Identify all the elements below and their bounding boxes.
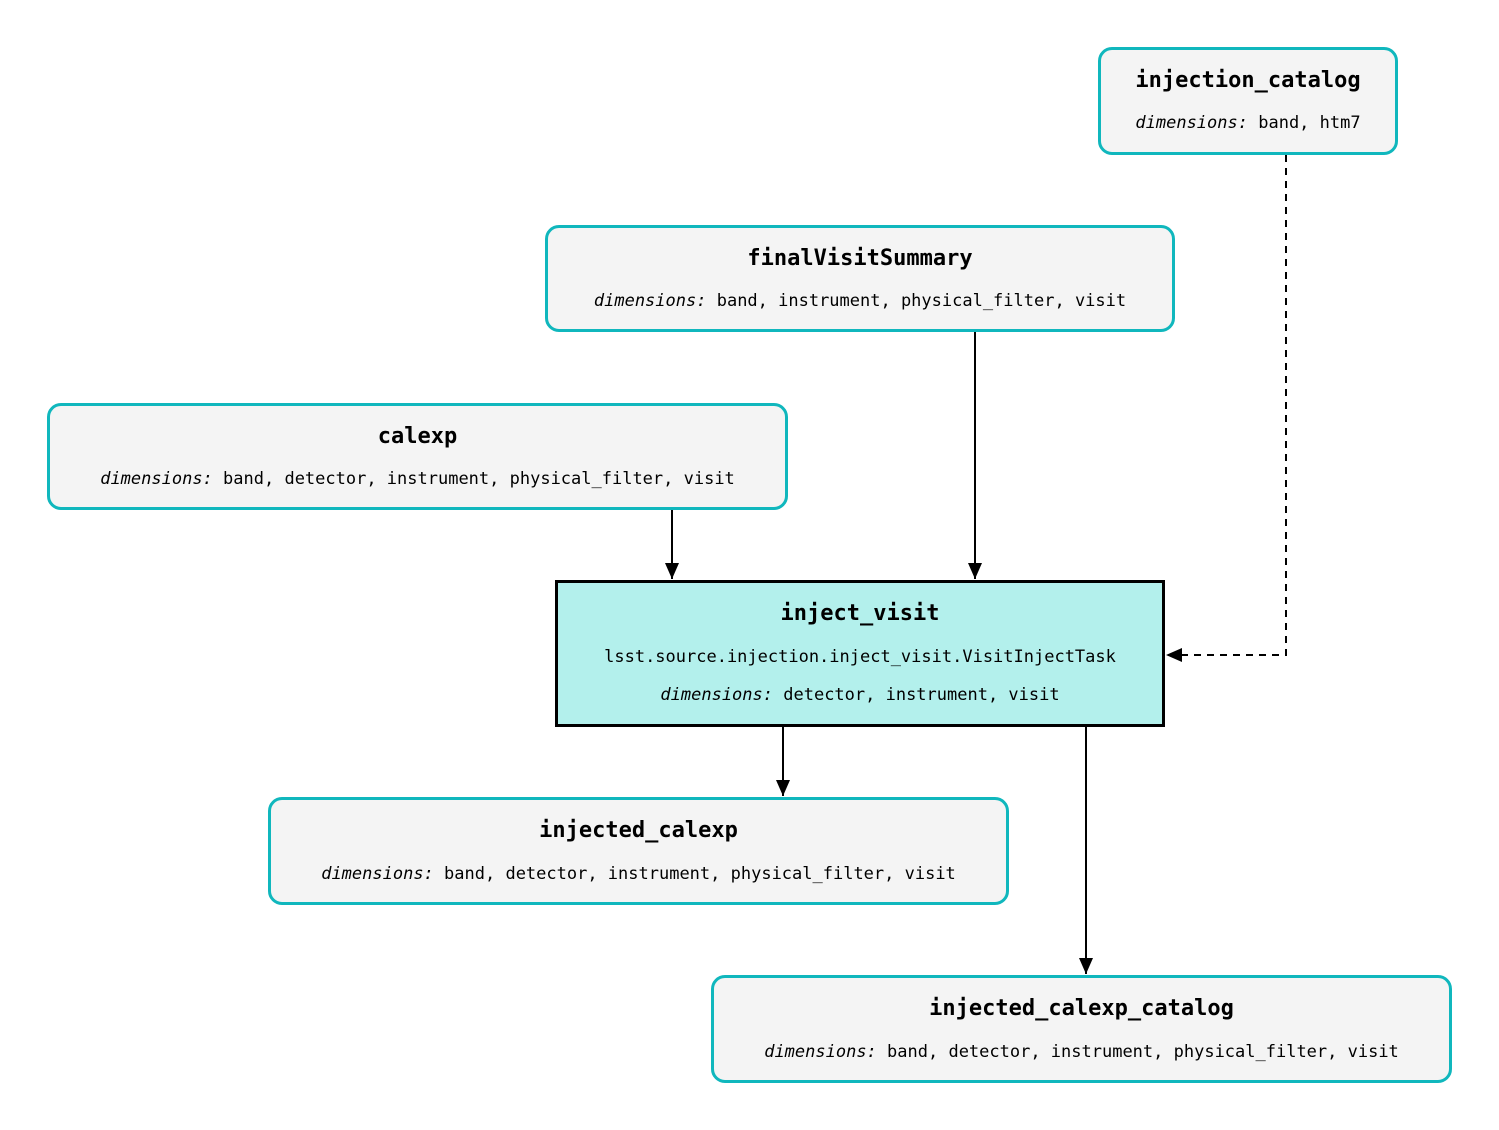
node-injected-calexp-catalog[interactable]: injected_calexp_catalog dimensions: band…: [711, 975, 1452, 1083]
dimensions-value: detector, instrument, visit: [783, 685, 1060, 705]
node-dimensions: dimensions: band, detector, instrument, …: [50, 468, 785, 490]
node-title: injected_calexp_catalog: [929, 996, 1234, 1021]
dimensions-value: band, instrument, physical_filter, visit: [716, 291, 1127, 311]
node-final-visit-summary[interactable]: finalVisitSummary dimensions: band, inst…: [545, 225, 1175, 332]
dimensions-value: band, detector, instrument, physical_fil…: [444, 864, 956, 884]
edge-injection-catalog-to-inject-visit: [1166, 155, 1287, 662]
dimensions-label: dimensions:: [100, 469, 213, 489]
node-dimensions: dimensions: band, instrument, physical_f…: [548, 290, 1172, 312]
task-class: lsst.source.injection.inject_visit.Visit…: [604, 647, 1116, 667]
dimensions-value: band, detector, instrument, physical_fil…: [887, 1042, 1399, 1062]
node-dimensions: dimensions: band, detector, instrument, …: [714, 1041, 1449, 1063]
task-title: inject_visit: [780, 601, 940, 626]
dimensions-label: dimensions:: [764, 1042, 877, 1062]
node-calexp[interactable]: calexp dimensions: band, detector, instr…: [47, 403, 788, 510]
node-title: finalVisitSummary: [747, 246, 973, 271]
dimensions-value: band, detector, instrument, physical_fil…: [223, 469, 735, 489]
node-dimensions: dimensions: band, detector, instrument, …: [271, 863, 1006, 885]
node-dimensions: dimensions: band, htm7: [1101, 112, 1395, 134]
dimensions-label: dimensions:: [660, 685, 773, 705]
dimensions-label: dimensions:: [321, 864, 434, 884]
node-title: injection_catalog: [1135, 68, 1361, 93]
node-title: injected_calexp: [539, 818, 738, 843]
node-inject-visit[interactable]: inject_visit lsst.source.injection.injec…: [555, 580, 1165, 727]
dimensions-label: dimensions:: [593, 291, 707, 311]
node-injected-calexp[interactable]: injected_calexp dimensions: band, detect…: [268, 797, 1009, 905]
node-title: calexp: [377, 424, 458, 449]
node-dimensions: dimensions: detector, instrument, visit: [558, 684, 1162, 706]
dimensions-label: dimensions:: [1135, 113, 1248, 133]
node-injection-catalog[interactable]: injection_catalog dimensions: band, htm7: [1098, 47, 1398, 155]
dimensions-value: band, htm7: [1258, 113, 1361, 133]
